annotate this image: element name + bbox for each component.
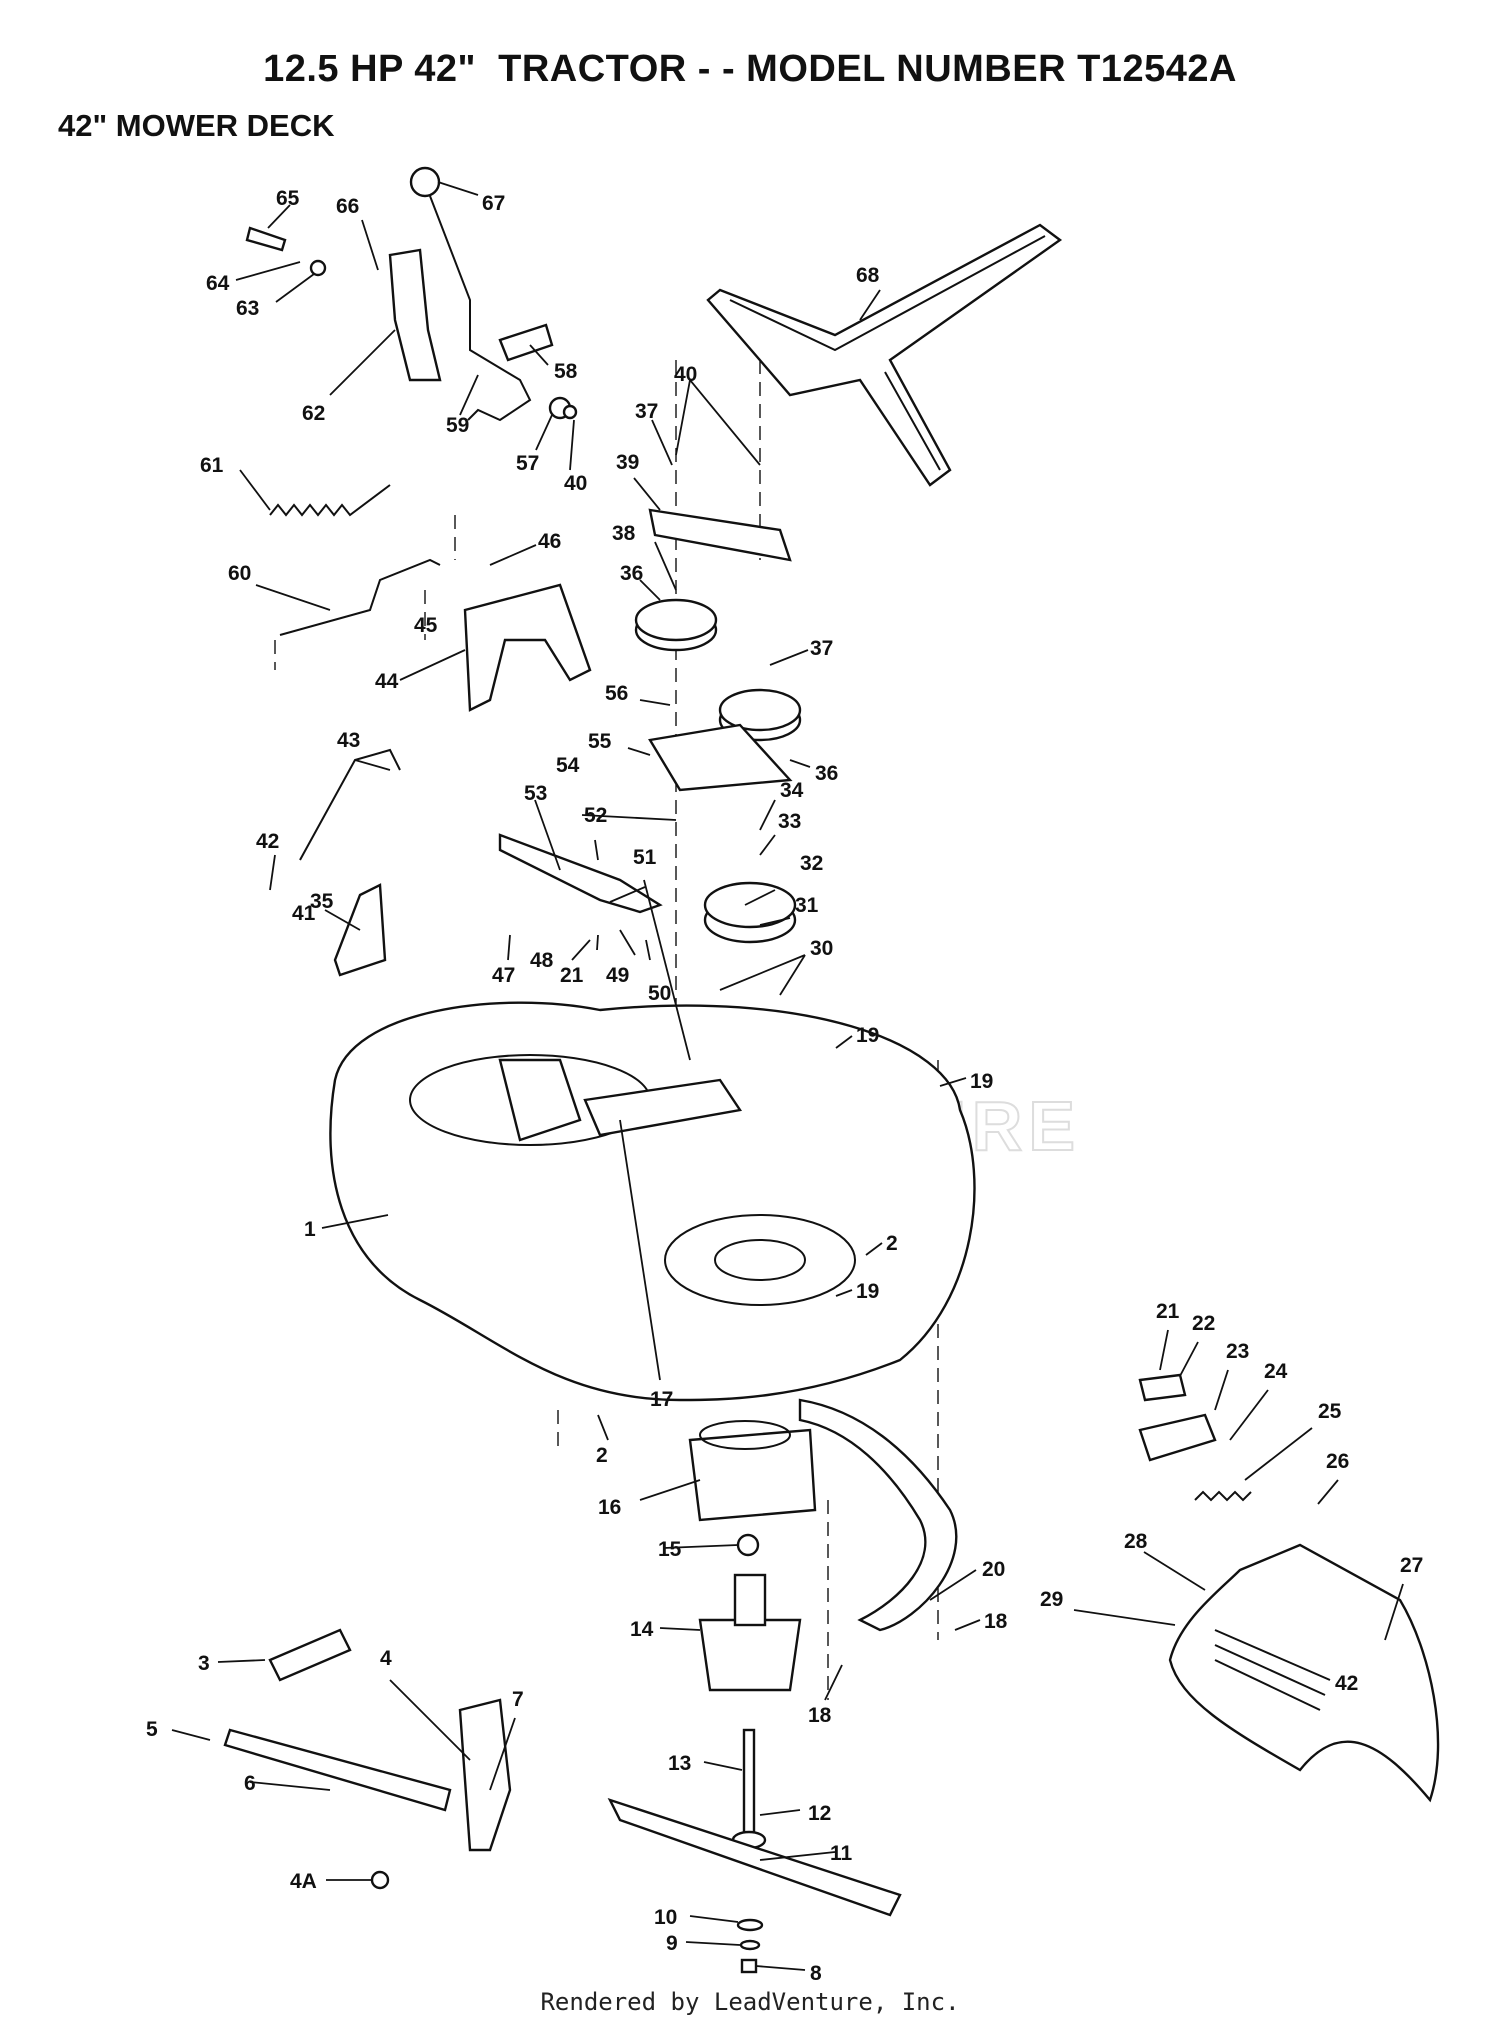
callout: 40 (674, 363, 697, 386)
callout: 58 (554, 360, 578, 383)
callout: 42 (256, 830, 279, 853)
callout: 23 (1226, 1340, 1249, 1363)
callout: 53 (524, 782, 547, 805)
callout: 20 (982, 1558, 1005, 1581)
callout: 56 (605, 682, 628, 705)
callout: 7 (512, 1688, 524, 1711)
callout: 30 (810, 937, 833, 960)
callout: 45 (414, 614, 438, 637)
callout: 46 (538, 530, 561, 553)
callout: 49 (606, 964, 629, 987)
callout: 38 (612, 522, 636, 545)
callout: 24 (1264, 1360, 1288, 1383)
callout: 19 (856, 1024, 879, 1047)
callout: 25 (1318, 1400, 1342, 1423)
callout: 37 (810, 637, 833, 660)
callout: 55 (588, 730, 612, 753)
callout: 16 (598, 1496, 621, 1519)
callout: 19 (970, 1070, 993, 1093)
callout: 17 (650, 1388, 673, 1411)
callout: 51 (633, 846, 657, 869)
callout: 15 (658, 1538, 682, 1561)
callout: 34 (780, 779, 804, 802)
callout: 66 (336, 195, 359, 218)
callout: 9 (666, 1932, 678, 1955)
callout: 33 (778, 810, 801, 833)
callout: 52 (584, 804, 607, 827)
callout: 36 (620, 562, 643, 585)
callout: 47 (492, 964, 515, 987)
drive-belt (706, 223, 1063, 487)
callout: 36 (815, 762, 838, 785)
callout: 50 (648, 982, 671, 1005)
callout: 1 (304, 1218, 316, 1241)
callout: 5 (146, 1718, 158, 1741)
callout: 4A (290, 1870, 317, 1893)
callout: 67 (482, 192, 505, 215)
callout: 41 (292, 902, 316, 925)
callout: 48 (530, 949, 554, 972)
callout: 14 (630, 1618, 654, 1641)
callout: 31 (795, 894, 819, 917)
callout: 21 (1156, 1300, 1180, 1323)
callout: 18 (808, 1704, 832, 1727)
callout: 68 (856, 264, 880, 287)
callout: 32 (800, 852, 823, 875)
part-shapes: 42 (223, 166, 1440, 1974)
callout: 37 (635, 400, 658, 423)
callout: 18 (984, 1610, 1008, 1633)
callout: 35 (310, 890, 334, 913)
callout: 59 (446, 414, 469, 437)
callout: 63 (236, 297, 259, 320)
callout: 57 (516, 452, 539, 475)
lever-knob (409, 166, 441, 198)
callout: 4 (380, 1647, 392, 1670)
callout: 8 (810, 1962, 822, 1985)
callout: 65 (276, 187, 300, 210)
page-title: 12.5 HP 42" TRACTOR - - MODEL NUMBER T12… (263, 48, 1237, 90)
callout: 2 (886, 1232, 898, 1255)
mower-blade (607, 1797, 902, 1917)
callout: 13 (668, 1752, 691, 1775)
callout: 29 (1040, 1588, 1063, 1611)
callout: 27 (1400, 1554, 1423, 1577)
callout: 64 (206, 272, 230, 295)
deck-badge: 42 (1335, 1672, 1358, 1695)
callout: 2 (596, 1444, 608, 1467)
callout-labels: 65 66 67 64 63 62 59 58 57 40 40 37 39 6… (146, 187, 1423, 1985)
callout: 60 (228, 562, 251, 585)
callout: 11 (830, 1842, 853, 1865)
callout: 39 (616, 451, 639, 474)
callout: 10 (654, 1906, 677, 1929)
footer-credit: Rendered by LeadVenture, Inc. (540, 1988, 960, 2016)
callout: 61 (200, 454, 224, 477)
callout: 3 (198, 1652, 210, 1675)
callout: 44 (375, 670, 399, 693)
callout: 6 (244, 1772, 256, 1795)
callout: 26 (1326, 1450, 1349, 1473)
callout: 28 (1124, 1530, 1148, 1553)
leader-lines (171, 181, 1404, 1971)
callout: 62 (302, 402, 325, 425)
discharge-chute (1168, 1543, 1440, 1803)
callout: 43 (337, 729, 360, 752)
callout: 22 (1192, 1312, 1215, 1335)
callout: 40 (564, 472, 587, 495)
callout: 21 (560, 964, 584, 987)
callout: 12 (808, 1802, 831, 1825)
callout: 54 (556, 754, 580, 777)
section-title: 42" MOWER DECK (58, 108, 335, 143)
callout: 19 (856, 1280, 879, 1303)
mower-deck (329, 1001, 976, 1402)
